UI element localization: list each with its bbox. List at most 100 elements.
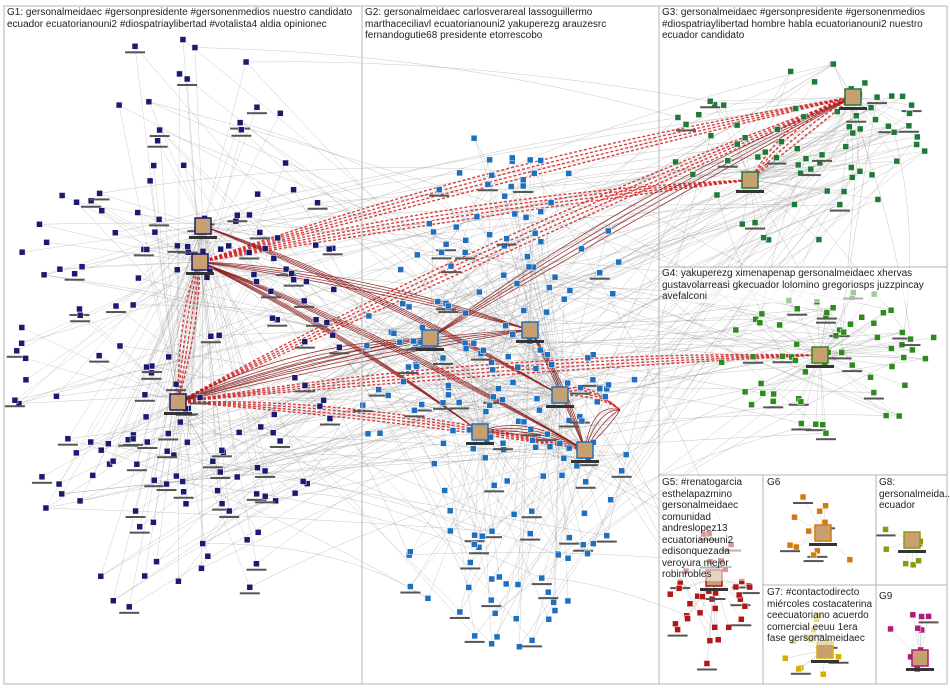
node-marker[interactable]	[608, 497, 614, 503]
node-marker[interactable]	[846, 124, 852, 130]
node-marker[interactable]	[868, 105, 874, 111]
node-marker[interactable]	[782, 655, 788, 661]
node-marker[interactable]	[816, 237, 822, 243]
node-marker[interactable]	[489, 576, 495, 582]
node-marker[interactable]	[440, 400, 446, 406]
node-marker[interactable]	[419, 402, 425, 408]
node-marker[interactable]	[802, 369, 808, 375]
node-marker[interactable]	[771, 391, 777, 397]
node-marker[interactable]	[922, 148, 928, 154]
node-marker[interactable]	[321, 397, 327, 403]
node-marker[interactable]	[90, 472, 96, 478]
node-marker[interactable]	[792, 357, 798, 363]
node-marker[interactable]	[257, 229, 263, 235]
node-marker[interactable]	[880, 310, 886, 316]
node-marker[interactable]	[98, 573, 104, 579]
node-marker[interactable]	[44, 239, 50, 245]
node-marker[interactable]	[871, 320, 877, 326]
node-marker[interactable]	[443, 241, 449, 247]
node-marker[interactable]	[132, 43, 138, 49]
node-marker[interactable]	[749, 402, 755, 408]
node-marker[interactable]	[463, 346, 469, 352]
node-marker[interactable]	[327, 416, 333, 422]
node-marker[interactable]	[471, 340, 477, 346]
node-marker[interactable]	[581, 510, 587, 516]
node-marker[interactable]	[302, 339, 308, 345]
node-marker[interactable]	[57, 266, 63, 272]
node-marker[interactable]	[544, 309, 550, 315]
node-marker[interactable]	[715, 637, 721, 643]
node-marker[interactable]	[683, 121, 689, 127]
hub-node[interactable]	[552, 387, 568, 403]
node-marker[interactable]	[579, 418, 585, 424]
node-marker[interactable]	[673, 159, 679, 165]
node-marker[interactable]	[841, 329, 847, 335]
node-marker[interactable]	[676, 585, 682, 591]
node-marker[interactable]	[585, 551, 591, 557]
hub-node[interactable]	[472, 424, 488, 440]
node-marker[interactable]	[501, 272, 507, 278]
node-marker[interactable]	[77, 498, 83, 504]
node-marker[interactable]	[830, 305, 836, 311]
node-marker[interactable]	[105, 441, 111, 447]
node-marker[interactable]	[690, 171, 696, 177]
node-marker[interactable]	[457, 609, 463, 615]
node-marker[interactable]	[597, 386, 603, 392]
node-marker[interactable]	[502, 193, 508, 199]
hub-node[interactable]	[577, 442, 593, 458]
node-marker[interactable]	[283, 160, 289, 166]
node-marker[interactable]	[546, 285, 552, 291]
node-marker[interactable]	[919, 614, 925, 620]
node-marker[interactable]	[777, 322, 783, 328]
node-marker[interactable]	[151, 477, 157, 483]
node-marker[interactable]	[798, 399, 804, 405]
node-marker[interactable]	[526, 264, 532, 270]
node-marker[interactable]	[43, 505, 49, 511]
node-marker[interactable]	[885, 123, 891, 129]
node-marker[interactable]	[888, 307, 894, 313]
node-marker[interactable]	[219, 501, 225, 507]
node-marker[interactable]	[549, 362, 555, 368]
node-marker[interactable]	[540, 473, 546, 479]
node-marker[interactable]	[236, 429, 242, 435]
node-marker[interactable]	[192, 45, 198, 51]
node-marker[interactable]	[696, 112, 702, 118]
node-marker[interactable]	[185, 244, 191, 250]
node-marker[interactable]	[712, 605, 718, 611]
node-marker[interactable]	[431, 461, 437, 467]
node-marker[interactable]	[414, 252, 420, 258]
node-marker[interactable]	[794, 306, 800, 312]
node-marker[interactable]	[255, 529, 261, 535]
node-marker[interactable]	[500, 440, 506, 446]
node-marker[interactable]	[302, 382, 308, 388]
node-marker[interactable]	[467, 559, 473, 565]
node-marker[interactable]	[738, 616, 744, 622]
node-marker[interactable]	[439, 249, 445, 255]
node-marker[interactable]	[545, 589, 551, 595]
node-marker[interactable]	[489, 641, 495, 647]
node-marker[interactable]	[704, 660, 710, 666]
node-marker[interactable]	[301, 298, 307, 304]
node-marker[interactable]	[110, 458, 116, 464]
node-marker[interactable]	[490, 367, 496, 373]
node-marker[interactable]	[151, 163, 157, 169]
node-marker[interactable]	[903, 561, 909, 567]
node-marker[interactable]	[208, 333, 214, 339]
node-marker[interactable]	[411, 407, 417, 413]
node-marker[interactable]	[254, 279, 260, 285]
node-marker[interactable]	[97, 190, 103, 196]
node-marker[interactable]	[862, 80, 868, 86]
node-marker[interactable]	[857, 126, 863, 132]
node-marker[interactable]	[529, 508, 535, 514]
node-marker[interactable]	[184, 439, 190, 445]
hub-node[interactable]	[815, 525, 831, 541]
node-marker[interactable]	[448, 263, 454, 269]
node-marker[interactable]	[726, 624, 732, 630]
node-marker[interactable]	[736, 592, 742, 598]
node-marker[interactable]	[376, 387, 382, 393]
node-marker[interactable]	[324, 320, 330, 326]
node-marker[interactable]	[758, 380, 764, 386]
node-marker[interactable]	[547, 444, 553, 450]
node-marker[interactable]	[255, 191, 261, 197]
